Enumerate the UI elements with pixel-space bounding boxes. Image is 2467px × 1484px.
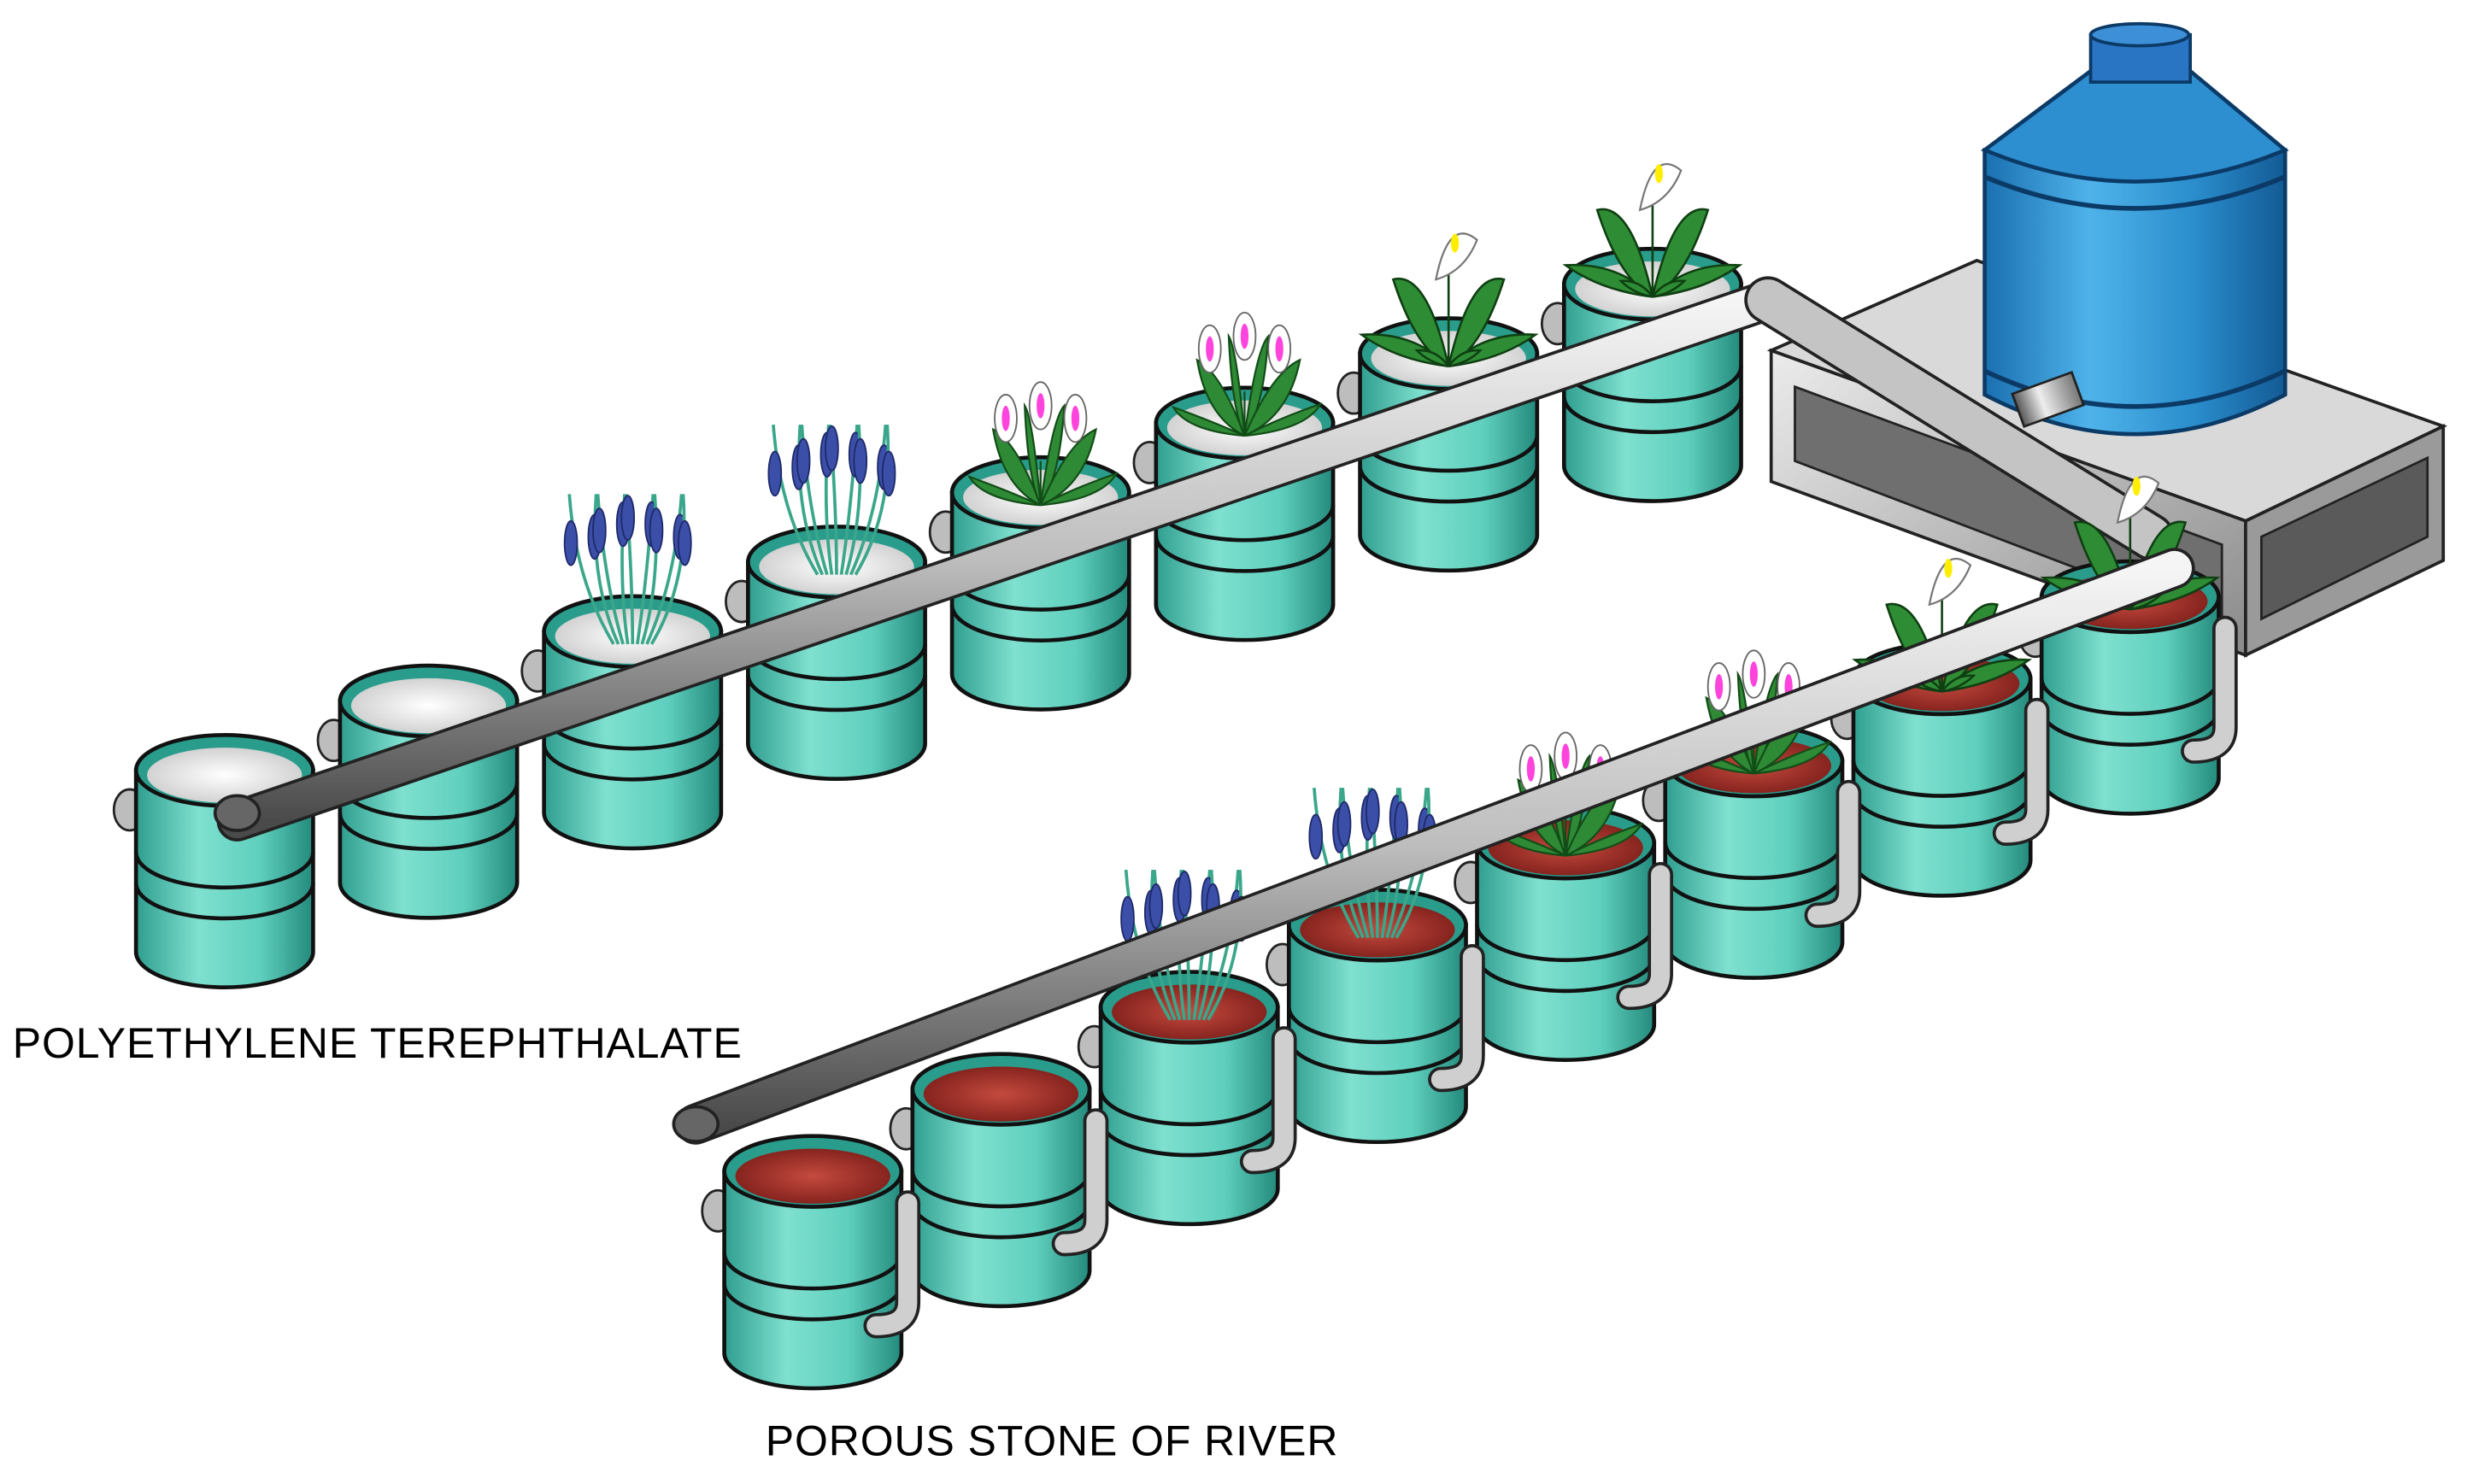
pet-row-label: POLYETHYLENE TEREPHTHALATE bbox=[13, 1019, 743, 1067]
lavender-plant bbox=[563, 494, 692, 645]
lavender-plant bbox=[767, 424, 896, 576]
stone-container-4 bbox=[1265, 787, 1485, 1145]
stone-container-1 bbox=[701, 1134, 921, 1391]
stone-container-2 bbox=[889, 1052, 1109, 1309]
stone-row-label: POROUS STONE OF RIVER bbox=[766, 1417, 1339, 1465]
stone-container-7 bbox=[1830, 557, 2050, 898]
water-storage-tank bbox=[1980, 21, 2289, 437]
lower-supply-pipe bbox=[672, 548, 2195, 1145]
stone-container-5 bbox=[1454, 731, 1673, 1062]
peace-lily-plant bbox=[966, 381, 1119, 507]
upper-supply-pipe bbox=[213, 276, 2175, 842]
pet-container-1 bbox=[112, 733, 315, 989]
calla-lily-plant bbox=[1562, 162, 1743, 298]
peace-lily-plant bbox=[1171, 311, 1323, 437]
calla-lily-plant bbox=[1358, 232, 1539, 367]
